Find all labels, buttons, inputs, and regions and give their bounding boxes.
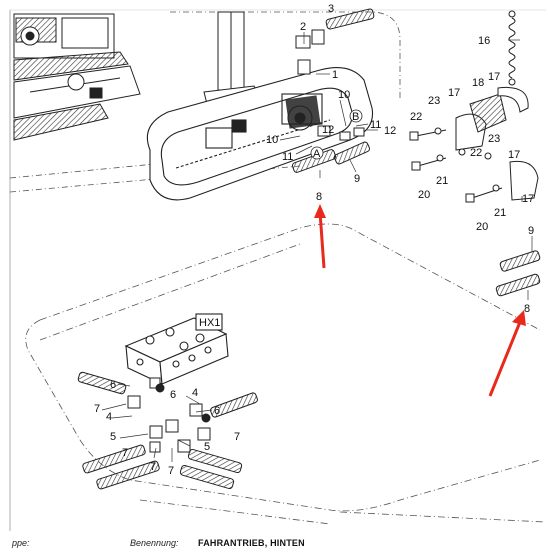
hoses-upper (291, 8, 541, 297)
callout-22a: 22 (410, 111, 422, 123)
top-fittings (295, 29, 365, 141)
machine-body (13, 13, 141, 141)
clamp-brackets (455, 86, 539, 201)
callout-21a: 21 (436, 175, 448, 187)
dashed-boundary-lower (25, 223, 546, 525)
callout-11b: 11 (282, 151, 293, 163)
callout-4b: 4 (106, 411, 112, 423)
track-frame (146, 67, 374, 201)
callout-7c: 7 (150, 461, 156, 473)
callout-9a: 9 (354, 173, 360, 185)
bolts (409, 127, 503, 203)
callout-1: 1 (332, 69, 338, 81)
callout-20a: 20 (418, 189, 430, 201)
marker-a: A (313, 148, 321, 160)
group-label: ppe: (12, 538, 30, 548)
callout-5b: 5 (204, 441, 210, 453)
callout-17d: 17 (522, 193, 534, 205)
callout-6a: 6 (110, 379, 116, 391)
callout-12b: 12 (384, 125, 396, 137)
callout-17a: 17 (488, 71, 500, 83)
callout-7a: 7 (94, 403, 100, 415)
callout-7e: 7 (234, 431, 240, 443)
callout-23a: 23 (428, 95, 440, 107)
block-label-hx1: HX1 (199, 317, 220, 329)
markers (310, 109, 363, 160)
callout-23b: 23 (488, 133, 500, 145)
callout-2: 2 (300, 21, 306, 33)
callout-6c: 6 (214, 405, 220, 417)
callout-11a: 11 (370, 119, 381, 131)
benennung-label: Benennung: (130, 538, 179, 548)
spring-16 (508, 10, 516, 86)
callout-10b: 10 (266, 134, 278, 146)
callout-18: 18 (472, 77, 484, 89)
callout-3: 3 (328, 3, 334, 15)
red-arrow-2-head (512, 310, 526, 326)
callout-16: 16 (478, 35, 490, 47)
callout-7b: 7 (122, 447, 128, 459)
callout-6b: 6 (170, 389, 176, 401)
callout-17b: 17 (448, 87, 460, 99)
red-arrow-1 (318, 211, 326, 269)
marker-b: B (352, 111, 359, 123)
title-block: ppe: Benennung: FAHRANTRIEB, HINTEN (0, 531, 548, 558)
callout-10a: 10 (338, 89, 350, 101)
callout-7d: 7 (168, 465, 174, 477)
red-arrow-1-head (314, 204, 326, 218)
benennung-value: FAHRANTRIEB, HINTEN (198, 538, 305, 548)
callout-9b: 9 (528, 225, 534, 237)
callout-8b: 8 (524, 303, 530, 315)
red-arrow-2 (488, 321, 522, 397)
callout-12a: 12 (322, 124, 334, 136)
leader-lines (101, 32, 533, 462)
callout-8a: 8 (316, 191, 322, 203)
callout-numbers: 2 3 1 10 10 11 11 12 12 9 8 16 18 17 17 … (94, 3, 534, 477)
callout-5a: 5 (110, 431, 116, 443)
highlight-arrows (314, 204, 526, 397)
callout-20b: 20 (476, 221, 488, 233)
callout-22b: 22 (470, 147, 482, 159)
hoses-lower (77, 371, 258, 490)
callout-17c: 17 (508, 149, 520, 161)
callout-21b: 21 (494, 207, 506, 219)
callout-4a: 4 (192, 387, 198, 399)
hydraulic-block-hx1 (124, 313, 229, 385)
